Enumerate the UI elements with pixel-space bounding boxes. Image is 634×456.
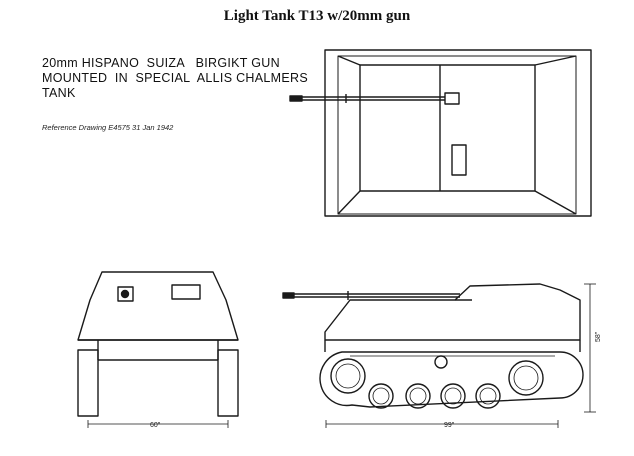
side-view-idler [508,360,544,396]
side-view-idler-hub [513,365,539,391]
top-view-gun-mount [444,92,460,105]
top-view-deck [337,55,577,215]
side-view-road-wheel-hub [409,387,427,405]
front-view-left-track [77,349,99,417]
caption-line-1: 20mm HISPANO SUIZA BIRGIKT GUN [42,56,280,70]
side-view-road-wheel [475,383,501,409]
side-view-superstructure [324,283,581,341]
drawing-title: Light Tank T13 w/20mm gun [223,8,411,24]
front-view-gun-muzzle [120,289,130,299]
caption-line-2: MOUNTED IN SPECIAL ALLIS CHALMERS [42,71,308,85]
front-view-right-track [217,349,239,417]
side-view-road-wheel-hub [479,387,497,405]
side-view-road-wheel [368,383,394,409]
front-view-hull [77,271,239,341]
side-height-label: 58" [595,331,602,342]
side-view-track [319,351,584,408]
side-length-label: 99" [444,422,455,429]
top-view-hull-outline [324,49,592,217]
caption-line-3: TANK [42,86,76,100]
side-view-return-roller [434,355,448,369]
front-view-gun-port [117,286,134,302]
drawing-caption: 20mm HISPANO SUIZA BIRGIKT GUN MOUNTED I… [42,56,308,101]
side-view [282,283,596,428]
side-view-drive-sprocket [330,358,366,394]
side-view-road-wheel-hub [444,387,462,405]
side-view-sprocket-hub [335,363,361,389]
top-view-chamfer-se [534,190,577,215]
top-view-chamfer-nw [337,55,361,66]
front-width-label: 60" [150,422,161,429]
reference-note: Reference Drawing E4575 31 Jan 1942 [42,123,174,132]
top-view-muzzle [289,95,303,102]
top-view [289,49,592,217]
front-view [77,271,239,428]
side-view-road-wheel [405,383,431,409]
top-view-hatch-opening [359,64,536,192]
top-view-hatch [451,144,467,176]
side-view-road-wheel [440,383,466,409]
side-view-muzzle [282,292,295,299]
side-view-road-wheel-hub [372,387,390,405]
top-view-chamfer-ne [534,55,577,66]
front-view-vision-port [171,284,201,300]
top-view-chamfer-sw [337,190,361,215]
